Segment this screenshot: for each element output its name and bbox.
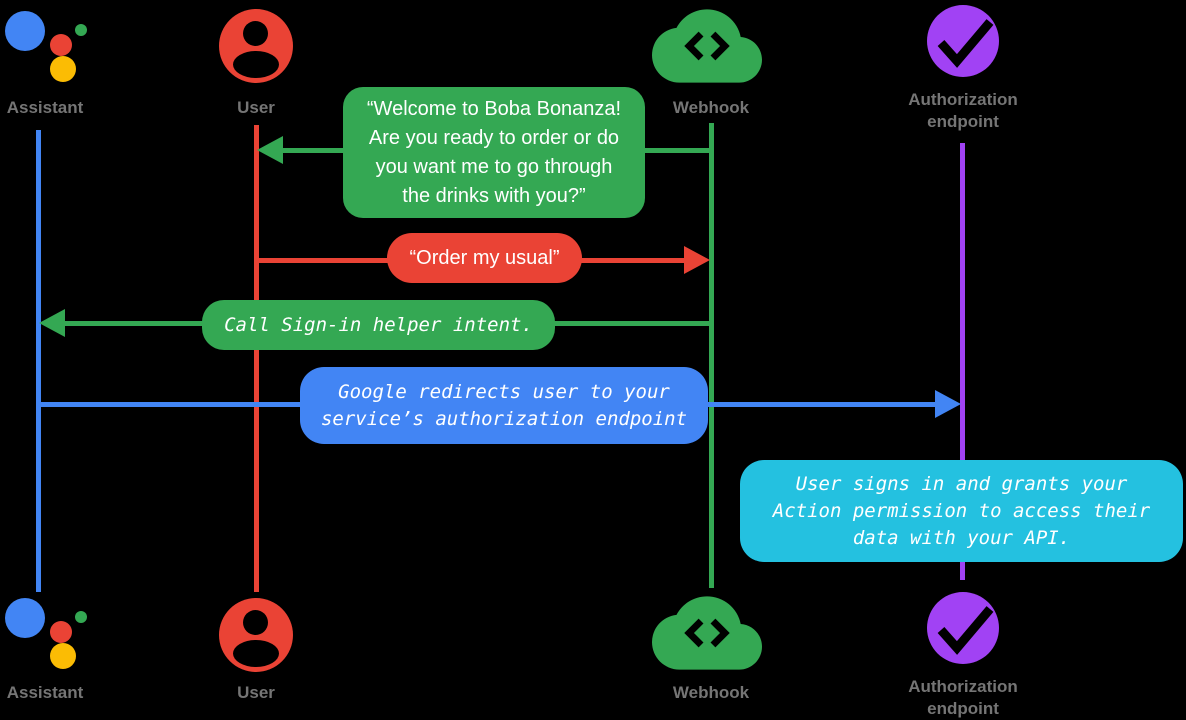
user-face [243,21,268,46]
signin-helper-bubble: Call Sign-in helper intent. [202,300,555,350]
bubble-text-line: service’s authorization endpoint [320,407,688,430]
bubble-text-line: data with your API. [852,526,1071,549]
authorization-endpoint-label: Authorization endpoint [908,90,1018,131]
arrowhead-right-icon [684,246,710,274]
user-shoulders [233,640,279,667]
bubble-text-line: Are you ready to order or do [368,126,620,149]
assistant-label: Assistant [6,683,84,702]
bubble-text-line: “Welcome to Boba Bonanza! [366,97,622,120]
webhook-label: Webhook [672,98,750,117]
authorization-endpoint-icon [927,592,999,664]
bubble-text-line: “Order my usual” [409,246,560,269]
arrowhead-right-icon [935,390,961,418]
authorization-endpoint-label: Authorization endpoint [908,677,1018,718]
assistant-green-dot [75,611,87,623]
user-icon [219,598,293,672]
webhook-cloud-icon [652,596,762,670]
authorization-endpoint-lifeline [960,143,965,580]
bubble-text-line: Action permission to access their [772,499,1151,522]
webhook-lifeline [709,123,714,588]
bubble-text-line: the drinks with you?” [402,184,586,207]
webhook-label: Webhook [672,683,750,702]
user-label: User [237,683,275,702]
assistant-red-dot [50,34,72,56]
assistant-lifeline [36,130,41,592]
redirect-bubble: Google redirects user to your service’s … [300,367,708,444]
grant-note-bubble: User signs in and grants your Action per… [740,460,1183,562]
assistant-red-dot [50,621,72,643]
arrowhead-left-icon [39,309,65,337]
assistant-yellow-dot [50,643,76,669]
bubble-text-line: you want me to go through [375,155,613,178]
user-icon [219,9,293,83]
webhook-cloud-icon [652,9,762,83]
user-label: User [237,98,275,117]
bubble-text-line: User signs in and grants your [795,472,1128,495]
assistant-icon [3,596,93,674]
user-face [243,610,268,635]
assistant-blue-dot [5,11,45,51]
bubble-text-line: Google redirects user to your [338,380,670,403]
assistant-label: Assistant [6,98,84,117]
user-shoulders [233,51,279,78]
assistant-icon [3,9,93,87]
user-lifeline [254,125,259,592]
assistant-yellow-dot [50,56,76,82]
bubble-text-line: Call Sign-in helper intent. [224,313,533,336]
order-message-bubble: “Order my usual” [387,233,582,283]
authorization-endpoint-icon [927,5,999,77]
assistant-blue-dot [5,598,45,638]
welcome-message-bubble: “Welcome to Boba Bonanza! Are you ready … [343,87,645,218]
arrowhead-left-icon [257,136,283,164]
assistant-green-dot [75,24,87,36]
